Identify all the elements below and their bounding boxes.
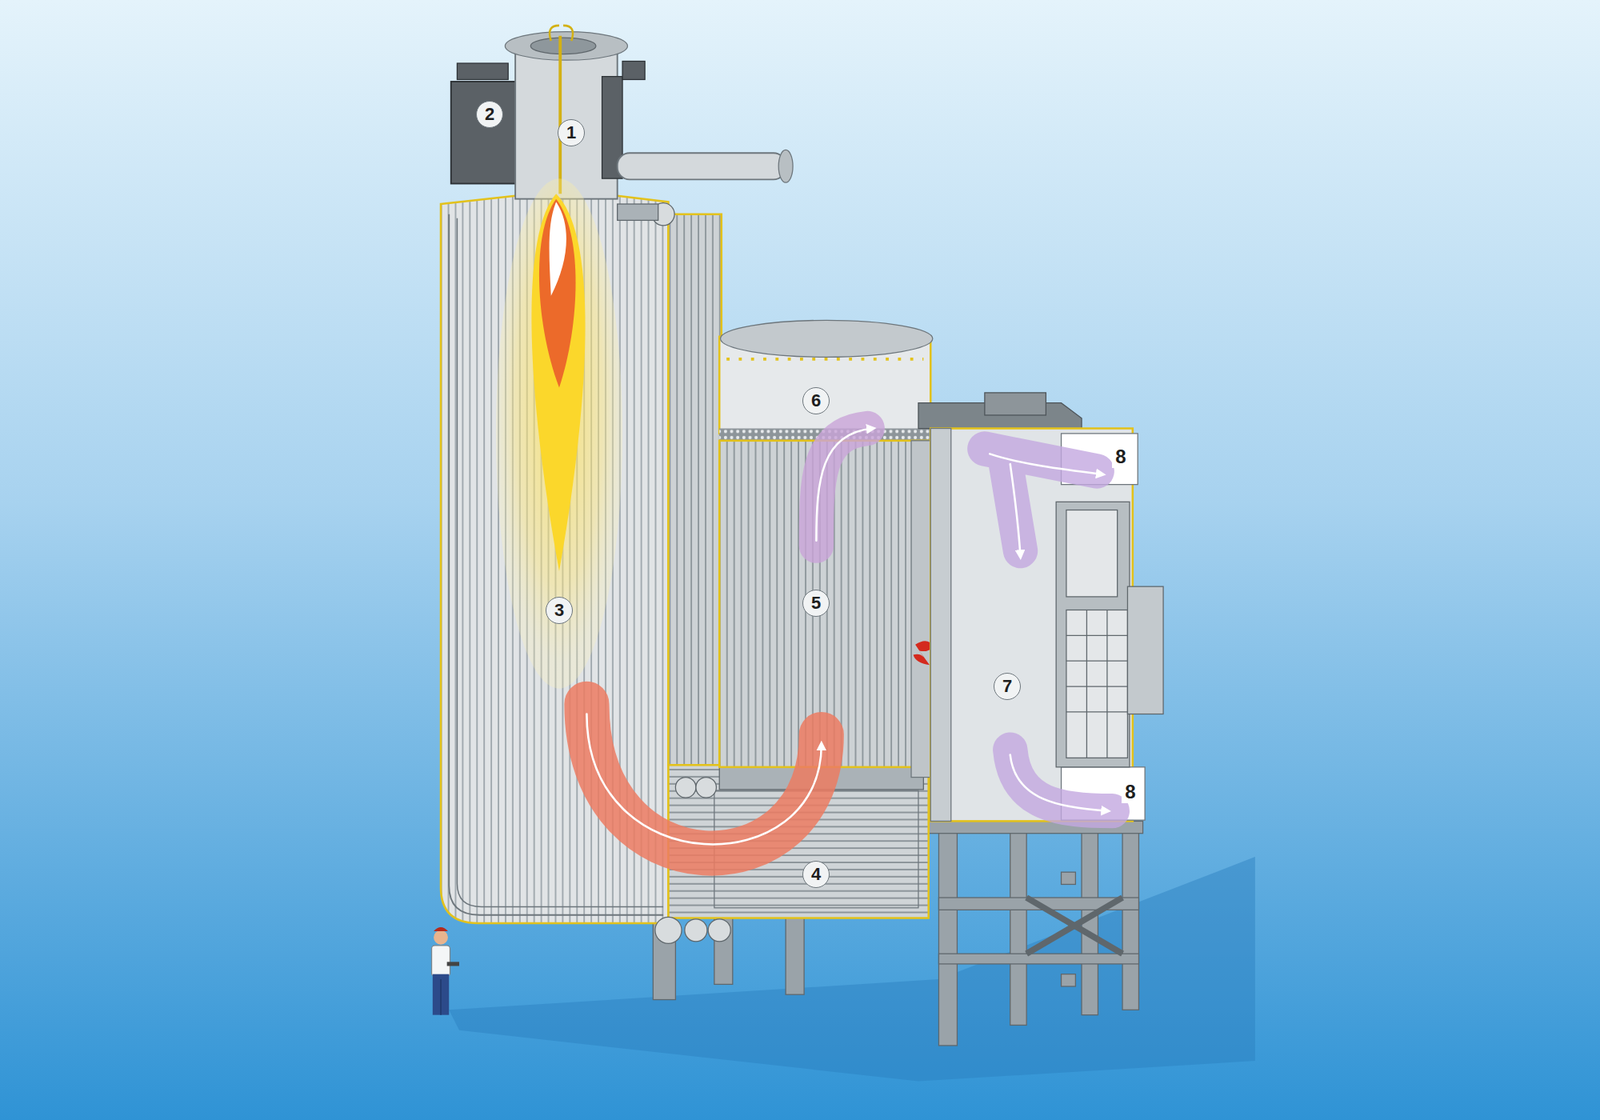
support-structure bbox=[1010, 831, 1027, 1025]
lower-bank bbox=[684, 919, 708, 942]
gas-flow-arrow bbox=[816, 428, 872, 541]
lower-bank bbox=[655, 916, 682, 944]
support-structure bbox=[1026, 897, 1123, 954]
person-figure bbox=[433, 930, 448, 945]
lower-bank bbox=[708, 919, 731, 942]
callout-number: 7 bbox=[993, 672, 1021, 700]
support-structure bbox=[1061, 872, 1076, 884]
support-structure bbox=[1026, 897, 1123, 954]
callout-number: 1 bbox=[557, 119, 585, 147]
convection-bank bbox=[719, 320, 934, 777]
person-figure bbox=[433, 927, 448, 932]
callout-number: 8 bbox=[1121, 780, 1139, 804]
gas-flow-arrow bbox=[989, 453, 1102, 475]
flame bbox=[549, 201, 567, 296]
callout-number: 4 bbox=[802, 860, 830, 888]
steam-header bbox=[617, 149, 793, 225]
gas-flow-arrow bbox=[1010, 755, 1108, 812]
person-figure bbox=[432, 974, 449, 1016]
person-figure bbox=[432, 927, 460, 1016]
callout-number: 8 bbox=[1112, 445, 1129, 468]
gas-flow-arrow bbox=[984, 448, 1097, 552]
burner bbox=[530, 37, 596, 54]
convection-bank bbox=[720, 320, 933, 357]
burner bbox=[549, 25, 573, 41]
gas-flow-arrow bbox=[816, 428, 868, 547]
callout-number: 5 bbox=[802, 589, 830, 617]
support-structure bbox=[1061, 974, 1076, 987]
flame bbox=[531, 193, 585, 572]
flue-duct bbox=[930, 428, 1133, 822]
support-structure bbox=[785, 918, 804, 996]
gas-flow-arrow bbox=[1010, 749, 1113, 812]
flue-duct bbox=[984, 392, 1047, 416]
callout-number: 3 bbox=[545, 596, 573, 624]
person-figure bbox=[432, 945, 451, 976]
steam-header bbox=[617, 152, 786, 180]
flame bbox=[539, 199, 576, 388]
lower-bank bbox=[696, 777, 717, 799]
person-figure bbox=[447, 961, 460, 966]
convection-bank bbox=[726, 357, 924, 361]
gas-flow-arrow bbox=[586, 714, 821, 845]
gas-flow-arrow bbox=[586, 428, 1112, 854]
callout-number: 2 bbox=[476, 100, 504, 128]
steam-header bbox=[617, 204, 659, 220]
burner bbox=[451, 25, 645, 200]
support-structure bbox=[938, 831, 957, 1046]
callout-number: 6 bbox=[802, 387, 830, 415]
support-structure bbox=[1122, 831, 1139, 1010]
support-structure bbox=[938, 953, 1139, 964]
flue-duct bbox=[918, 392, 1164, 822]
flue-duct bbox=[1066, 510, 1118, 597]
flue-duct bbox=[1066, 609, 1128, 758]
burner bbox=[558, 36, 562, 195]
flame bbox=[496, 178, 623, 689]
furnace bbox=[668, 214, 721, 766]
flue-duct bbox=[1127, 586, 1164, 714]
gas-flow-arrow bbox=[1010, 464, 1021, 556]
flue-duct bbox=[930, 428, 952, 822]
gas-flow-arrow bbox=[586, 704, 821, 854]
burner bbox=[504, 32, 628, 61]
flame bbox=[496, 178, 623, 689]
convection-bank bbox=[911, 440, 931, 778]
lower-bank bbox=[675, 777, 696, 799]
burner bbox=[456, 63, 508, 80]
burner bbox=[622, 61, 645, 80]
person-figure bbox=[440, 979, 441, 1016]
flue-duct bbox=[1066, 609, 1128, 758]
flue-duct bbox=[1056, 501, 1130, 768]
steam-header bbox=[778, 149, 793, 183]
